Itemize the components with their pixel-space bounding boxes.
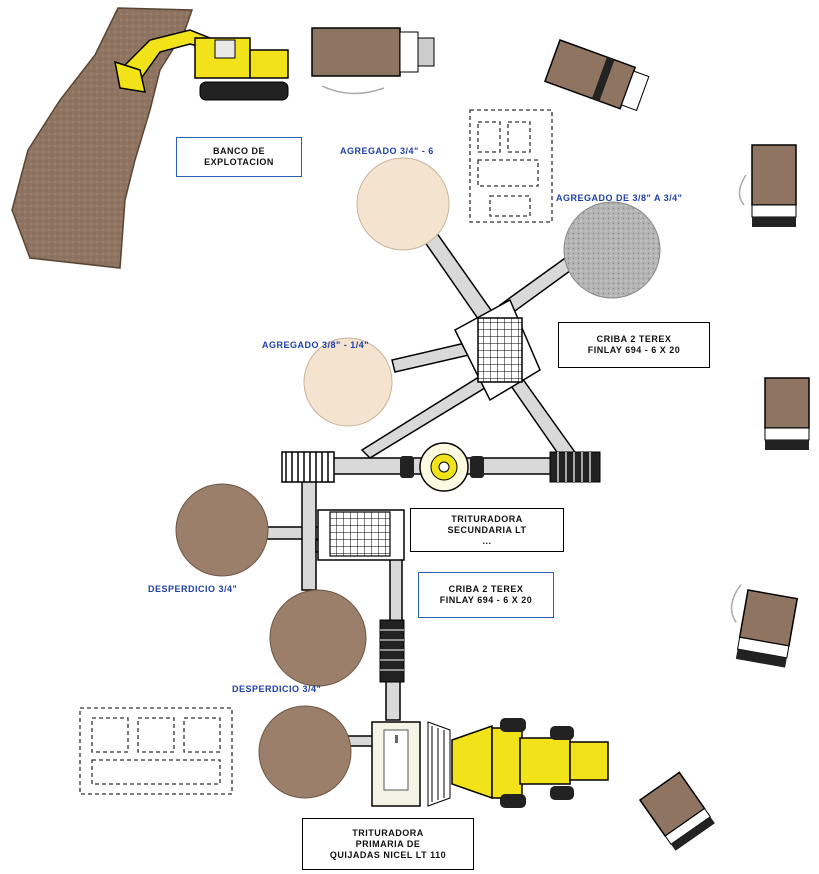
haul-truck-icon <box>738 144 797 227</box>
primary-crusher-icon <box>371 721 451 807</box>
label-aggregate-34-6: AGREGADO 3/4" - 6 <box>340 146 434 156</box>
stockpile <box>303 337 393 427</box>
label-screen-1: CRIBA 2 TEREX FINLAY 694 - 6 X 20 <box>558 322 710 368</box>
screen-icon <box>317 509 405 561</box>
haul-truck-icon <box>764 377 810 450</box>
stockpile <box>269 589 367 687</box>
building-outline <box>79 707 233 795</box>
loader-icon <box>451 718 609 808</box>
building-outline <box>469 109 553 223</box>
feeder-icon <box>379 619 405 683</box>
haul-truck-icon <box>730 584 799 668</box>
stockpile <box>258 705 352 799</box>
crusher-icon <box>281 442 601 492</box>
haul-truck-icon <box>543 39 650 112</box>
label-screen-2: CRIBA 2 TEREX FINLAY 694 - 6 X 20 <box>418 572 554 618</box>
label-waste-1: DESPERDICIO 3/4" <box>148 584 238 594</box>
stockpile <box>356 157 450 251</box>
haul-truck-icon <box>638 771 715 851</box>
stockpile <box>175 483 269 577</box>
screen-icon <box>454 298 541 402</box>
haul-truck-icon <box>311 27 435 95</box>
excavator-icon <box>114 29 289 101</box>
label-quarry-bank: BANCO DE EXPLOTACION <box>176 137 302 177</box>
label-aggregate-38-34: AGREGADO DE 3/8" A 3/4" <box>556 193 683 203</box>
label-waste-2: DESPERDICIO 3/4" <box>232 684 322 694</box>
label-aggregate-38-14: AGREGADO 3/8" - 1/4" <box>262 340 370 350</box>
label-secondary-crusher: TRITURADORA SECUNDARIA LT ... <box>410 508 564 552</box>
label-primary-crusher: TRITURADORA PRIMARIA DE QUIJADAS NICEL L… <box>302 818 474 870</box>
stockpile <box>563 201 661 299</box>
